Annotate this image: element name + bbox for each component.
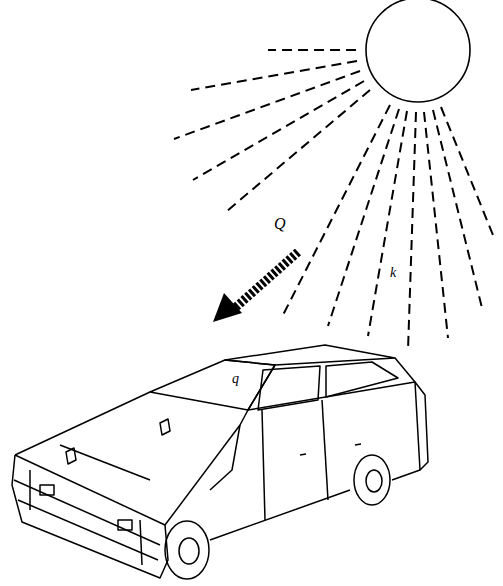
car [12,345,428,579]
sun-disc [366,0,470,102]
symbol-label: q [232,372,239,386]
sun [366,0,470,102]
heat-arrow [213,252,298,322]
sun-rays [174,50,493,350]
symbol-label: k [390,266,396,280]
symbol-label: Q [274,216,286,232]
